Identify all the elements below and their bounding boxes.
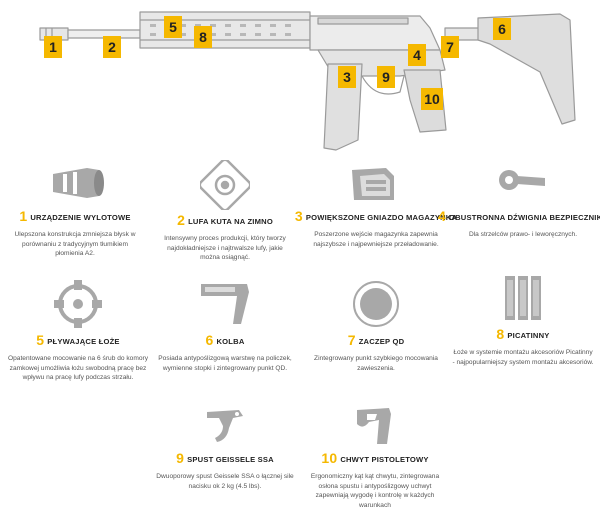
marker-7: 7 (441, 36, 459, 58)
pistol-grip-icon (357, 408, 391, 444)
feature-number: 2 (177, 212, 186, 228)
feature-number: 8 (496, 326, 505, 342)
muzzle-device-icon (53, 168, 104, 198)
feature-number: 5 (36, 332, 45, 348)
magazine-well-icon (352, 168, 394, 200)
free-float-rail-icon (54, 280, 102, 328)
feature-description: Dla strzelców prawo- i leworęcznych. (468, 231, 578, 238)
feature-description: Poszerzone wejście magazynka zapewnia na… (313, 231, 439, 248)
feature-title: SPUST GEISSELE SSA (187, 455, 274, 464)
feature-title: PŁYWAJĄCE ŁOŻE (47, 337, 120, 346)
feature-description: Posiada antypoślizgową warstwę na policz… (158, 355, 292, 372)
feature-number: 10 (321, 450, 338, 466)
feature-title: ZACZEP QD (358, 337, 405, 346)
feature-number: 9 (176, 450, 185, 466)
feature-title: OBUSTRONNA DŹWIGNIA BEZPIECZNIKA (449, 213, 600, 222)
barrel-cross-section-icon (200, 160, 250, 210)
feature-description: Ergonomiczny kąt kąt chwytu, zintegrowan… (310, 473, 440, 509)
trigger-icon (207, 410, 243, 442)
marker-8: 8 (194, 26, 212, 48)
feature-number: 6 (205, 332, 214, 348)
feature-description: Dwuoporowy spust Geissele SSA o łącznej … (156, 473, 294, 490)
marker-10: 10 (421, 88, 443, 110)
marker-6: 6 (493, 18, 511, 40)
feature-description: Intensywny proces produkcji, który tworz… (164, 235, 286, 261)
feature-title: URZĄDZENIE WYLOTOWE (30, 213, 131, 222)
feature-description: Opatentowane mocowanie na 6 śrub do komo… (7, 355, 148, 381)
safety-lever-icon (499, 170, 545, 190)
feature-title: CHWYT PISTOLETOWY (340, 455, 429, 464)
feature-title: PICATINNY (507, 331, 550, 340)
marker-4: 4 (408, 44, 426, 66)
stock-icon (201, 284, 249, 324)
picatinny-rail-icon (505, 276, 541, 320)
feature-description: Zintegrowany punkt szybkiego mocowania z… (314, 355, 438, 372)
marker-2: 2 (103, 36, 121, 58)
feature-number: 4 (438, 208, 447, 224)
qd-mount-icon (353, 281, 399, 327)
feature-description: Łoże w systemie montażu akcesoriów Picat… (452, 349, 594, 366)
feature-number: 3 (294, 208, 303, 224)
feature-description: Ulepszona konstrukcja zmniejsza błysk w … (14, 231, 136, 257)
feature-title: POWIĘKSZONE GNIAZDO MAGAZYNKA (305, 213, 458, 222)
feature-number: 7 (347, 332, 356, 348)
marker-9: 9 (377, 66, 395, 88)
feature-number: 1 (19, 208, 28, 224)
feature-title: KOLBA (216, 337, 245, 346)
marker-1: 1 (44, 36, 62, 58)
feature-title: LUFA KUTA NA ZIMNO (188, 217, 273, 226)
marker-3: 3 (338, 66, 356, 88)
marker-5: 5 (164, 16, 182, 38)
